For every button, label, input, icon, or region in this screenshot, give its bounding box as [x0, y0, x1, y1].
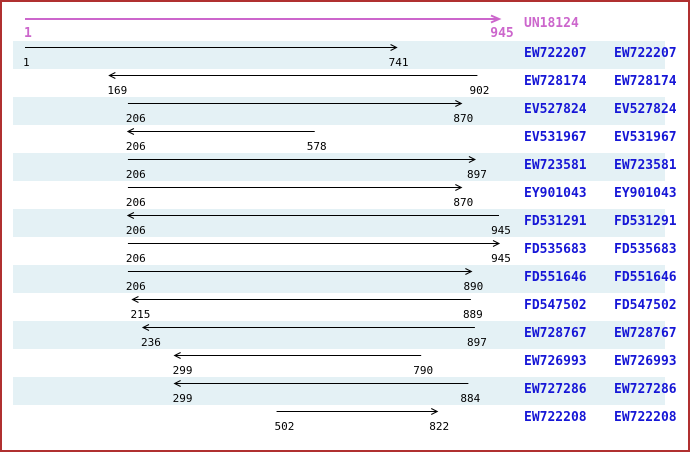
span-arrow — [127, 268, 473, 275]
span-start-coord: 215 — [130, 308, 151, 321]
accession-link[interactable]: EY901043 — [524, 186, 587, 201]
accession-link[interactable]: EW723581 — [524, 158, 587, 173]
accession-link-right[interactable]: EY901043 — [614, 186, 677, 201]
accession-link[interactable]: EW722207 — [524, 46, 587, 61]
accession-link-right[interactable]: EW722207 — [614, 46, 677, 61]
span-arrow — [276, 408, 439, 415]
span-arrow — [141, 324, 475, 331]
row-shading-band — [13, 321, 665, 349]
span-start-coord: 1 — [23, 56, 30, 69]
row-shading-band — [13, 377, 665, 405]
span-end-coord: 902 — [469, 84, 490, 97]
span-end-coord: 945 — [491, 252, 511, 265]
span-end-coord: 884 — [460, 392, 481, 405]
reference-arrow — [25, 14, 502, 24]
accession-link-right[interactable]: EW728174 — [614, 74, 677, 89]
reference-accession-link[interactable]: UN18124 — [524, 16, 579, 31]
accession-link[interactable]: EW727286 — [524, 382, 587, 397]
span-start-coord: 206 — [125, 224, 146, 237]
span-arrow — [127, 100, 463, 107]
accession-link[interactable]: FD547502 — [524, 298, 587, 313]
accession-link[interactable]: EV527824 — [524, 102, 587, 117]
accession-link-right[interactable]: EW728767 — [614, 326, 677, 341]
span-start-coord: 206 — [125, 196, 146, 209]
span-end-coord: 870 — [453, 112, 474, 125]
row-shading-band — [13, 97, 665, 125]
accession-link-right[interactable]: EW726993 — [614, 354, 677, 369]
span-start-coord: 299 — [172, 392, 193, 405]
span-start-coord: 206 — [125, 112, 146, 125]
span-start-coord: 206 — [125, 280, 146, 293]
span-arrow — [126, 212, 499, 219]
span-arrow — [126, 128, 315, 135]
accession-link[interactable]: EW728174 — [524, 74, 587, 89]
span-arrow — [127, 240, 501, 247]
span-arrow — [127, 184, 463, 191]
accession-link-right[interactable]: FD551646 — [614, 270, 677, 285]
accession-link[interactable]: EW722208 — [524, 410, 587, 425]
accession-link-right[interactable]: FD531291 — [614, 214, 677, 229]
accession-link[interactable]: EW726993 — [524, 354, 587, 369]
reference-end-coord: 945 — [490, 26, 514, 41]
row-shading-band — [13, 209, 665, 237]
span-arrow — [173, 352, 422, 359]
accession-link[interactable]: EV531967 — [524, 130, 587, 145]
span-start-coord: 169 — [107, 84, 128, 97]
span-end-coord: 741 — [388, 56, 409, 69]
span-arrow — [127, 156, 477, 163]
span-arrow — [173, 380, 469, 387]
accession-link[interactable]: EW728767 — [524, 326, 587, 341]
span-end-coord: 890 — [463, 280, 484, 293]
span-arrow — [108, 72, 478, 79]
span-start-coord: 502 — [274, 420, 295, 433]
span-end-coord: 822 — [429, 420, 450, 433]
span-start-coord: 236 — [140, 336, 161, 349]
accession-link-right[interactable]: FD547502 — [614, 298, 677, 313]
span-end-coord: 889 — [462, 308, 483, 321]
row-shading-band — [13, 41, 665, 69]
accession-link-right[interactable]: EW722208 — [614, 410, 677, 425]
row-shading-band — [13, 153, 665, 181]
span-arrow — [131, 296, 471, 303]
accession-link-right[interactable]: EV527824 — [614, 102, 677, 117]
span-end-coord: 578 — [306, 140, 327, 153]
span-start-coord: 206 — [125, 252, 146, 265]
reference-start-coord: 1 — [24, 26, 32, 41]
span-start-coord: 206 — [125, 140, 146, 153]
accession-link[interactable]: FD535683 — [524, 242, 587, 257]
span-start-coord: 206 — [125, 168, 146, 181]
span-end-coord: 897 — [466, 168, 487, 181]
accession-link-right[interactable]: FD535683 — [614, 242, 677, 257]
span-arrow — [25, 44, 398, 51]
accession-link-right[interactable]: EV531967 — [614, 130, 677, 145]
span-end-coord: 897 — [466, 336, 487, 349]
accession-link[interactable]: FD551646 — [524, 270, 587, 285]
accession-link[interactable]: FD531291 — [524, 214, 587, 229]
span-start-coord: 299 — [172, 364, 193, 377]
row-shading-band — [13, 265, 665, 293]
span-end-coord: 870 — [453, 196, 474, 209]
span-end-coord: 945 — [491, 224, 511, 237]
accession-link-right[interactable]: EW723581 — [614, 158, 677, 173]
accession-link-right[interactable]: EW727286 — [614, 382, 677, 397]
span-end-coord: 790 — [413, 364, 434, 377]
